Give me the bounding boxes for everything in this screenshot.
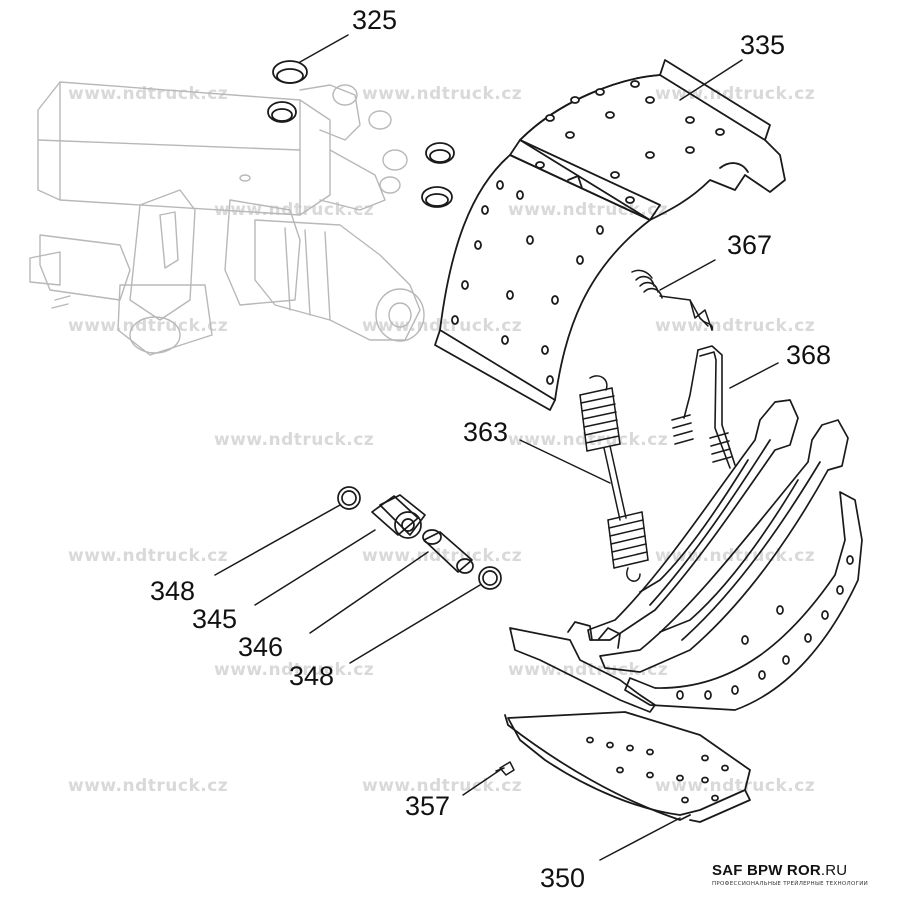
leader-325 xyxy=(299,34,349,63)
callout-335: 335 xyxy=(740,30,786,60)
leader-367 xyxy=(659,259,716,291)
leader-348b xyxy=(349,584,481,664)
leader-345 xyxy=(254,529,376,606)
callout-348: 348 xyxy=(150,576,196,606)
callout-363: 363 xyxy=(463,417,509,447)
watermark: www.ndtruck.cz xyxy=(508,200,669,220)
brake-lining-335 xyxy=(434,59,786,411)
watermark: www.ndtruck.cz xyxy=(68,316,229,336)
callout-346: 346 xyxy=(238,632,284,662)
watermark: www.ndtruck.cz xyxy=(362,776,523,796)
leader-363 xyxy=(519,439,611,484)
leader-348a xyxy=(214,504,341,576)
watermark: www.ndtruck.cz xyxy=(655,84,816,104)
watermark: www.ndtruck.cz xyxy=(655,316,816,336)
brake-shoe-assembly xyxy=(509,399,863,713)
return-spring-367 xyxy=(631,269,714,331)
wire-spring-368 xyxy=(671,345,736,469)
brand-tld: .RU xyxy=(820,862,848,879)
leader-346 xyxy=(309,551,429,634)
clip-ring-set-325 xyxy=(267,60,455,208)
brake-lining-350 xyxy=(504,711,751,823)
callout-345: 345 xyxy=(192,604,238,634)
watermark: www.ndtruck.cz xyxy=(214,430,375,450)
leader-368 xyxy=(729,362,779,389)
brand-name: SAF BPW ROR xyxy=(712,862,821,879)
rivet-357 xyxy=(495,761,515,776)
callout-350: 350 xyxy=(540,863,586,893)
watermark: www.ndtruck.cz xyxy=(214,660,375,680)
leader-350 xyxy=(599,817,681,861)
watermark: www.ndtruck.cz xyxy=(362,316,523,336)
brand-subtitle: ПРОФЕССИОНАЛЬНЫЕ ТРЕЙЛЕРНЫЕ ТЕХНОЛОГИИ xyxy=(712,881,869,887)
callout-325: 325 xyxy=(352,5,398,35)
watermark: www.ndtruck.cz xyxy=(362,84,523,104)
watermark: www.ndtruck.cz xyxy=(655,776,816,796)
callout-348: 348 xyxy=(289,661,335,691)
brand-logo: SAF BPW ROR.RU ПРОФЕССИОНАЛЬНЫЕ ТРЕЙЛЕРН… xyxy=(712,862,868,887)
callout-368: 368 xyxy=(786,340,832,370)
callout-367: 367 xyxy=(727,230,773,260)
tension-spring-363 xyxy=(579,375,649,582)
leader-357 xyxy=(462,769,501,796)
watermark: www.ndtruck.cz xyxy=(68,84,229,104)
axle-housing-ghost xyxy=(29,81,425,356)
callout-357: 357 xyxy=(405,791,451,821)
watermark: www.ndtruck.cz xyxy=(214,200,375,220)
watermark: www.ndtruck.cz xyxy=(68,546,229,566)
watermark: www.ndtruck.cz xyxy=(508,660,669,680)
watermark: www.ndtruck.cz xyxy=(508,430,669,450)
leader-lines xyxy=(214,34,779,861)
watermark: www.ndtruck.cz xyxy=(68,776,229,796)
pin-parts xyxy=(337,486,502,590)
leader-335 xyxy=(679,59,743,101)
